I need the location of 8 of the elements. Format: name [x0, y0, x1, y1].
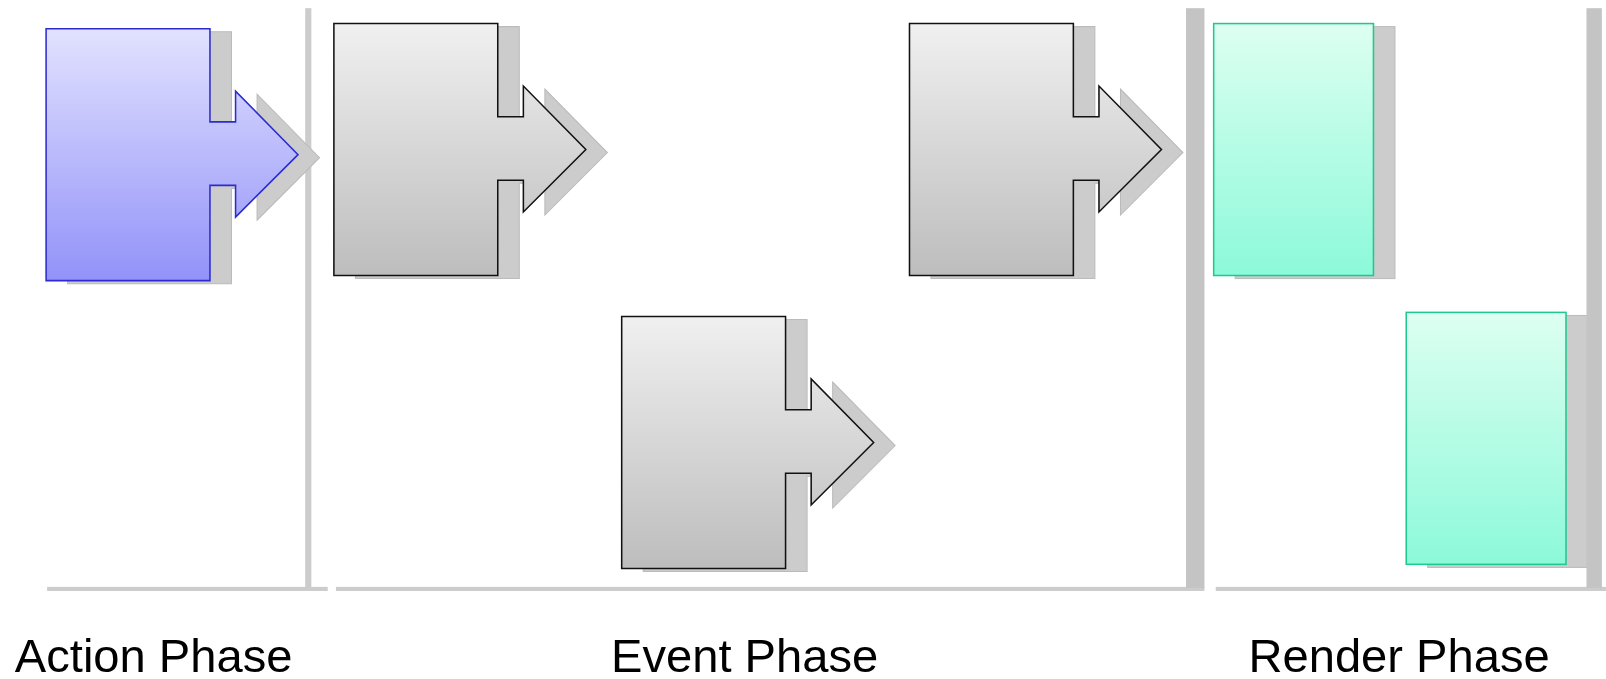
phase-label: Action Phase [14, 628, 293, 679]
phase-label: Render Phase [1248, 628, 1550, 679]
arrow-shape [620, 315, 898, 574]
rectangle-shape [1212, 22, 1397, 281]
arrow-shape [908, 22, 1185, 281]
arrow-shape [332, 22, 610, 281]
arrow-shape [45, 27, 322, 286]
phase-label: Event Phase [611, 628, 879, 679]
